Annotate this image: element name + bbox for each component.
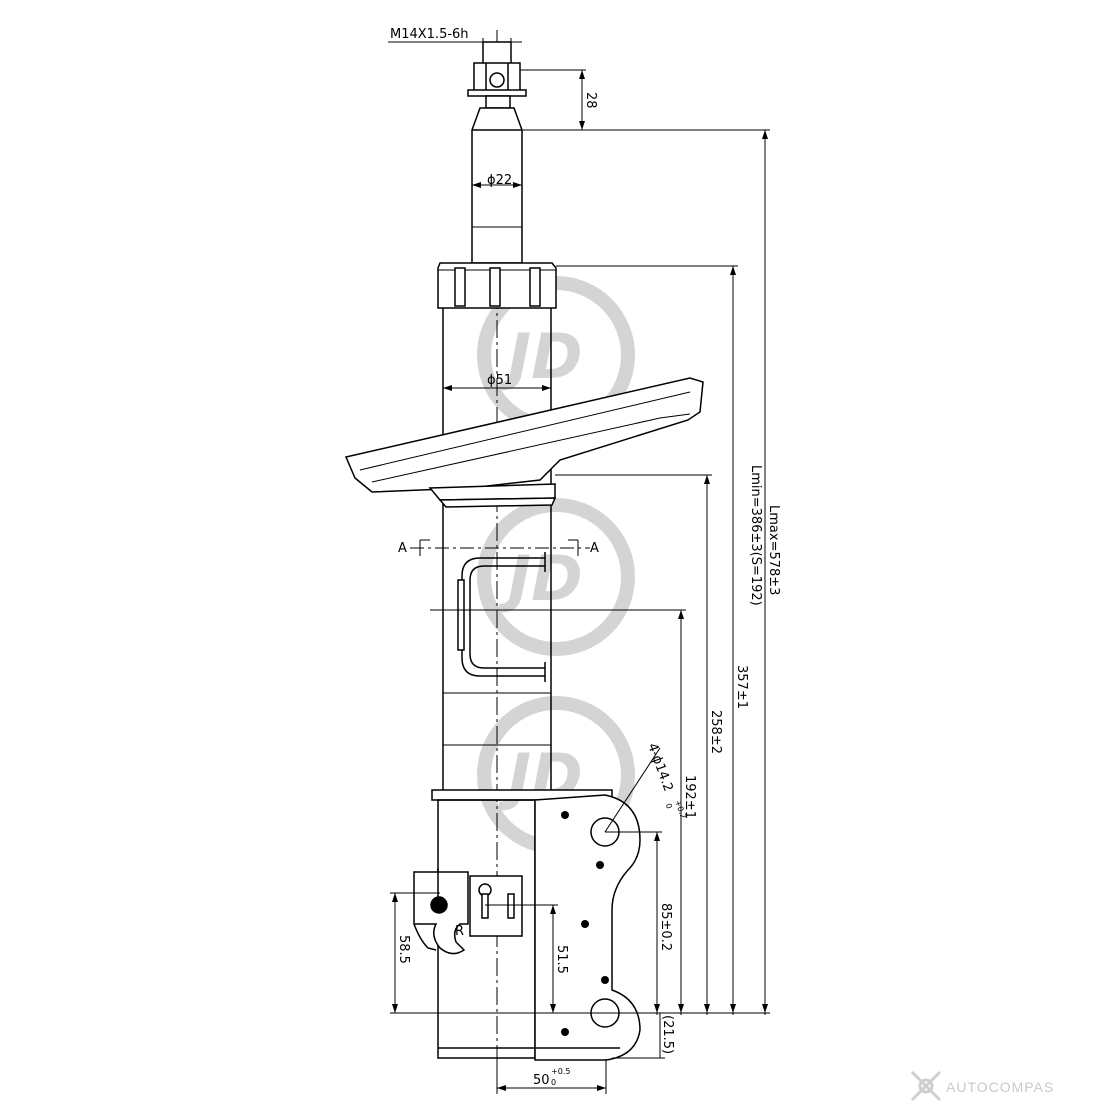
svg-text:0: 0 xyxy=(664,802,674,810)
dim-58-label: 58.5 xyxy=(396,935,411,964)
rod-diameter-label: ϕ22 xyxy=(487,173,512,188)
lmax-label: Lmax=578±3 xyxy=(766,505,781,595)
top-cap xyxy=(437,262,557,309)
svg-text:+0.5: +0.5 xyxy=(551,1067,570,1076)
autocompas-text: AUTOCOMPAS xyxy=(946,1079,1054,1095)
bracket-rivets xyxy=(561,811,609,1036)
section-marker-a xyxy=(410,539,590,556)
width-label: 50 +0.5 0 xyxy=(533,1067,570,1088)
autocompas-logo: AUTOCOMPAS xyxy=(910,1070,1054,1102)
thread-spec-label: M14X1.5-6h xyxy=(390,27,469,42)
radius-label: R xyxy=(455,924,464,939)
dim-258-label: 258±2 xyxy=(708,710,723,754)
dimension-lines xyxy=(388,38,770,1094)
dim-51-label: 51.5 xyxy=(554,945,569,974)
body-diameter-label: ϕ51 xyxy=(487,373,512,388)
dim-85-label: 85±0.2 xyxy=(658,903,673,951)
hose-bracket xyxy=(457,552,546,682)
sensor-bracket xyxy=(413,868,523,955)
dim-28-label: 28 xyxy=(583,92,598,109)
lmin-label: Lmin=386±3(S=192) xyxy=(748,465,763,606)
svg-text:50: 50 xyxy=(533,1073,550,1088)
svg-text:4-ϕ14.2: 4-ϕ14.2 xyxy=(644,741,675,794)
spring-seat xyxy=(344,377,704,508)
svg-text:JD: JD xyxy=(497,320,583,393)
svg-text:0: 0 xyxy=(551,1078,556,1087)
dim-192-label: 192±1 xyxy=(682,775,697,819)
top-nut xyxy=(467,41,527,109)
dim-21-label: (21.5) xyxy=(660,1015,675,1054)
dimension-arrows xyxy=(392,70,768,1091)
section-label-left: A xyxy=(398,541,407,556)
section-label-right: A xyxy=(590,541,599,556)
dim-357-label: 357±1 xyxy=(734,665,749,709)
svg-text:JD: JD xyxy=(497,542,583,615)
